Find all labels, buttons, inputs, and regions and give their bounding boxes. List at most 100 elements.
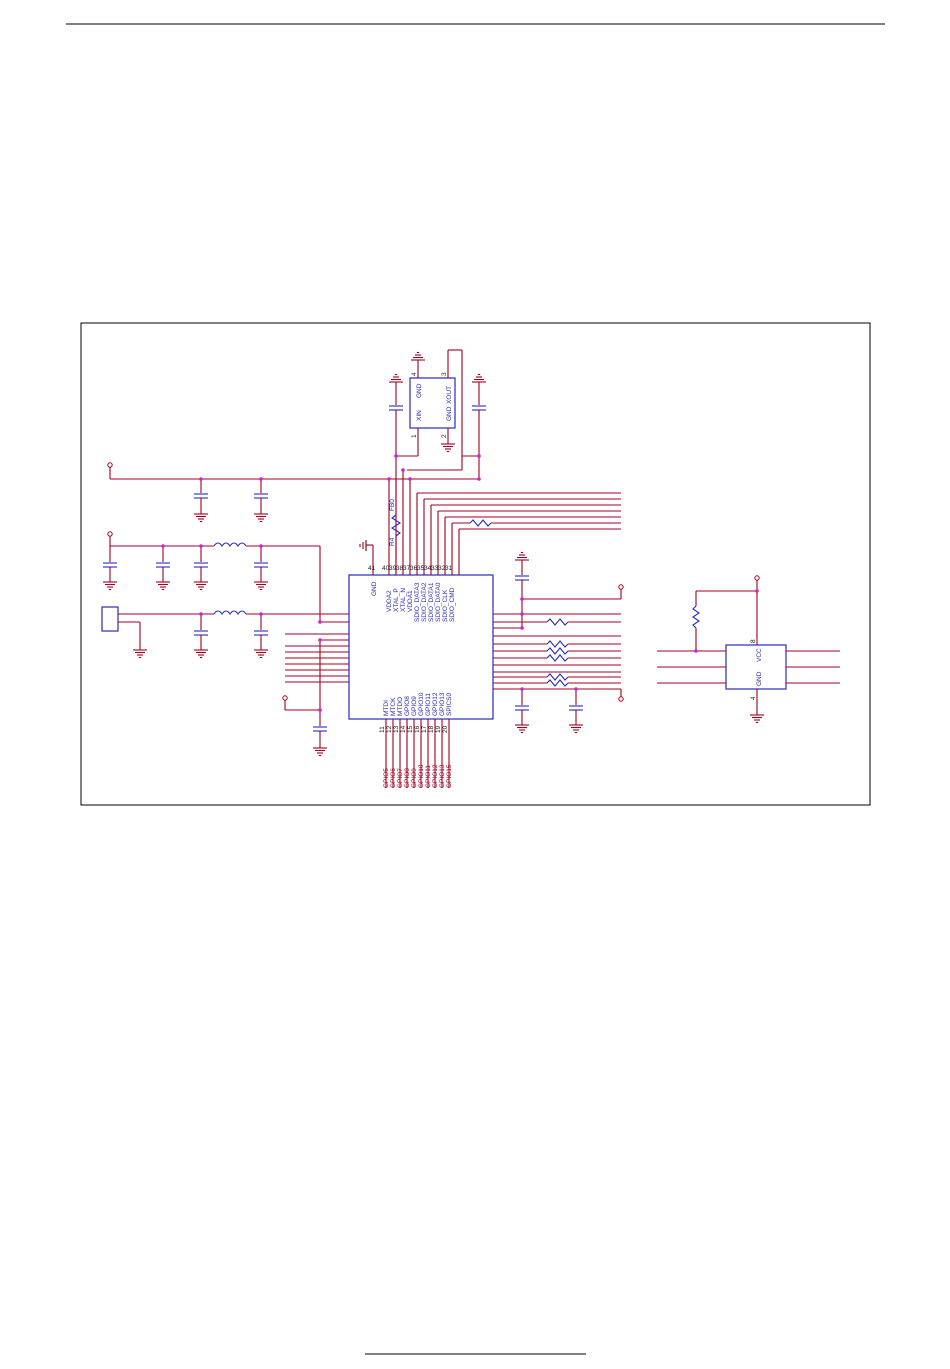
crystal-pin-name: GND [416,383,423,398]
junction-dot [259,612,263,616]
wifi-soc-body [348,574,494,720]
chip-pin-num: 34 [424,565,432,572]
chip-pin-name: SDIO_DATA3 [414,582,421,622]
chip-pin-name: GND [371,581,378,596]
junction-dot [161,544,165,548]
crystal-body [409,377,456,429]
flash-pin-num: 8 [750,639,757,643]
chip-pin-name: GPIO9 [411,696,418,716]
chip-pin-name: GPIO12 [432,692,439,716]
chip-pin-num: 36 [410,565,418,572]
crystal-pin-num: 1 [411,434,418,438]
junction-dot [318,620,322,624]
chip-pin-name: SDIO_DATA1 [428,582,435,622]
power-input-network [101,462,480,748]
chip-pin-num: 13 [393,725,400,733]
junction-dot [520,612,524,616]
chip-pin-name: XTAL_N [400,588,407,612]
chip-top-wires [365,470,621,575]
junction-dot [520,597,524,601]
flash-pin-name: VCC [756,648,763,662]
chip-pin-num: 35 [417,565,425,572]
chip-pin-num: 14 [400,725,407,733]
chip-pin-name: GPIO8 [404,696,411,716]
flash-pin-name: GND [756,671,763,686]
ferrite-value: FB0 [389,499,396,511]
chip-pin-num: 19 [435,725,442,733]
crystal-pin-num: 4 [411,372,418,376]
net-label: GPIO5 [383,768,390,788]
chip-pin-name: GPIO13 [439,692,446,716]
junction-dot [401,468,405,472]
junction-dot [199,612,203,616]
chip-pin-num: 33 [431,565,439,572]
chip-pin-name: SPICS0 [446,692,453,716]
junction-dot [755,589,759,593]
chip-pin-num: 16 [414,725,421,733]
junction-dot [520,687,524,691]
junction-dot [318,708,322,712]
crystal-pin-name: XIN [416,410,423,421]
chip-pin-num: 18 [428,725,435,733]
net-label: GPIO8 [404,768,411,788]
net-label: GPIO11 [425,765,432,788]
junction-dot [199,544,203,548]
net-label: GPIO15 [446,764,453,788]
schematic-frame [80,322,871,806]
chip-pin-num: 11 [379,726,386,733]
chip-pin-name: GPIO10 [418,692,425,716]
ferrite-bead [390,479,402,575]
chip-pin-num: 40 [382,565,390,572]
flash-pin-num: 4 [750,696,757,700]
chip-pin-num: 20 [442,725,449,733]
junction-dot [259,477,263,481]
chip-right-network [493,560,624,725]
ferrite-ref: R4 [389,537,396,546]
junction-dot [199,477,203,481]
junction-dot [259,544,263,548]
chip-pin-num: 41 [368,565,376,572]
chip-pin-name: SDIO_DATA0 [435,582,442,622]
chip-bottom-wires [385,719,450,788]
crystal-pin-name: XOUT [446,386,453,404]
net-label: GPIO9 [411,768,418,788]
crystal-pin-num: 3 [441,372,448,376]
junction-dots [161,454,759,712]
chip-pin-num: 37 [403,565,411,572]
chip-pin-name: SDIO_CLK [442,589,449,622]
chip-pin-name: SDIO_DATA2 [421,582,428,622]
chip-pin-num: 31 [445,565,453,572]
junction-dot [477,454,481,458]
chip-pin-name: XTAL_P [393,588,400,612]
net-label: GPIO6 [390,768,397,788]
junction-dot [408,477,412,481]
spi-flash [657,575,840,715]
chip-pin-num: 15 [407,725,414,733]
chip-pin-name: VDDA2 [386,590,393,612]
chip-pin-name: MTDO [397,697,404,716]
chip-pin-num: 32 [438,565,446,572]
net-label: GPIO7 [397,768,404,788]
net-label: GPIO12 [432,764,439,788]
chip-pin-name: MTCK [390,697,397,716]
net-label: GPIO10 [418,764,425,788]
crystal-pin-name: GND [446,406,453,421]
chip-pin-name: MTDI [383,700,390,716]
junction-dot [387,477,391,481]
ground-symbols [103,351,764,757]
chip-pin-name: GPIO11 [425,693,432,716]
junction-dot [520,626,524,630]
chip-pin-num: 17 [421,725,428,733]
chip-pin-name: SDIO_CMD [449,587,456,622]
junction-dot [477,477,481,481]
junction-dot [394,454,398,458]
crystal-pin-num: 2 [441,434,448,438]
chip-pin-num: 38 [396,565,404,572]
junction-dot [318,638,322,642]
chip-pin-num: 39 [389,565,397,572]
net-label: GPIO13 [439,764,446,788]
chip-pin-num: 12 [386,725,393,733]
junction-dot [574,687,578,691]
